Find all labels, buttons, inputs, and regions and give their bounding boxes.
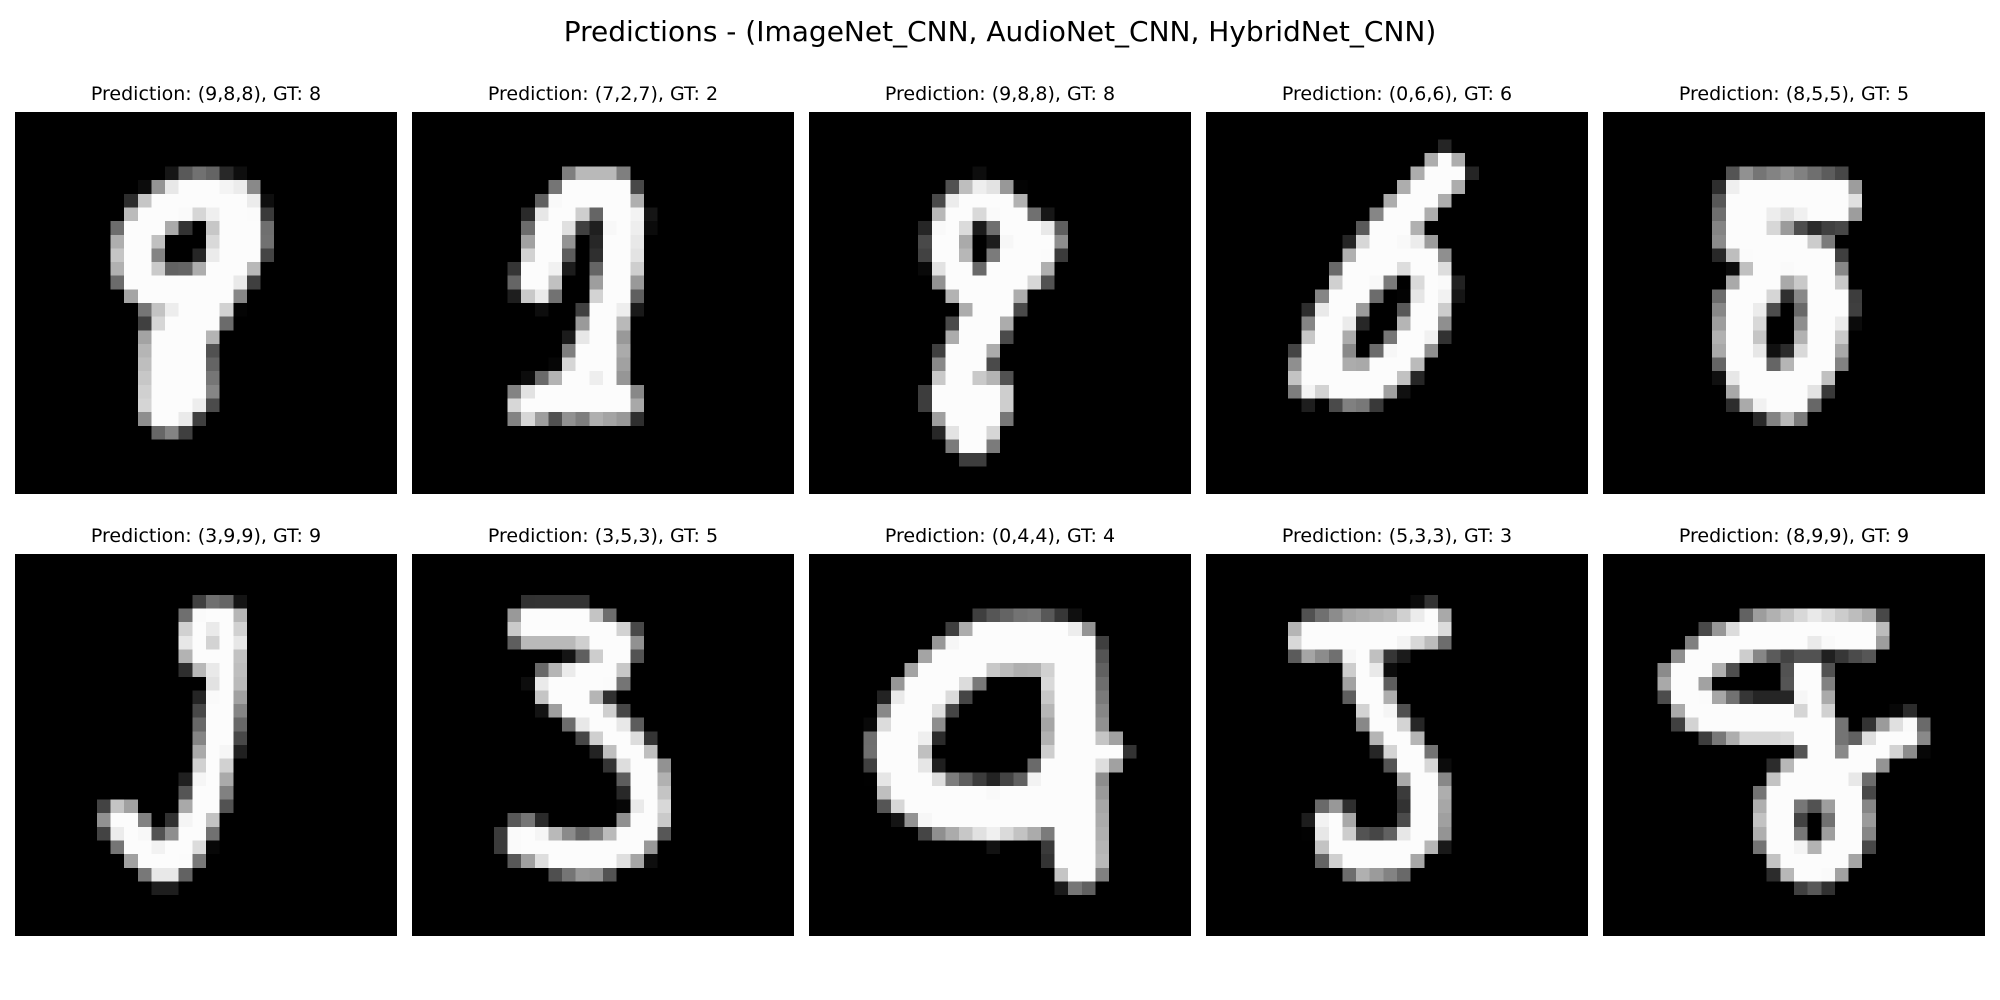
digit-image (412, 554, 794, 936)
digit-image (1206, 112, 1588, 494)
digit-canvas (412, 112, 794, 494)
digit-image (412, 112, 794, 494)
digit-image (809, 112, 1191, 494)
digit-image (15, 554, 397, 936)
digit-canvas (809, 112, 1191, 494)
panel-title: Prediction: (7,2,7), GT: 2 (487, 83, 719, 105)
panel-title: Prediction: (3,9,9), GT: 9 (90, 525, 322, 547)
panel-title: Prediction: (8,5,5), GT: 5 (1678, 83, 1910, 105)
panel-title: Prediction: (9,8,8), GT: 8 (90, 83, 322, 105)
panel-title: Prediction: (0,4,4), GT: 4 (884, 525, 1116, 547)
panel-title: Prediction: (9,8,8), GT: 8 (884, 83, 1116, 105)
digit-image (1603, 554, 1985, 936)
digit-canvas (809, 554, 1191, 936)
digit-canvas (1206, 554, 1588, 936)
digit-canvas (1603, 112, 1985, 494)
panel-title: Prediction: (8,9,9), GT: 9 (1678, 525, 1910, 547)
digit-canvas (412, 554, 794, 936)
digit-image (1206, 554, 1588, 936)
digit-canvas (1206, 112, 1588, 494)
panel-title: Prediction: (3,5,3), GT: 5 (487, 525, 719, 547)
digit-canvas (1603, 554, 1985, 936)
panel-title: Prediction: (0,6,6), GT: 6 (1281, 83, 1513, 105)
digit-canvas (15, 112, 397, 494)
digit-image (809, 554, 1191, 936)
panel-title: Prediction: (5,3,3), GT: 3 (1281, 525, 1513, 547)
digit-image (1603, 112, 1985, 494)
figure-title: Predictions - (ImageNet_CNN, AudioNet_CN… (563, 15, 1437, 48)
digit-canvas (15, 554, 397, 936)
digit-image (15, 112, 397, 494)
